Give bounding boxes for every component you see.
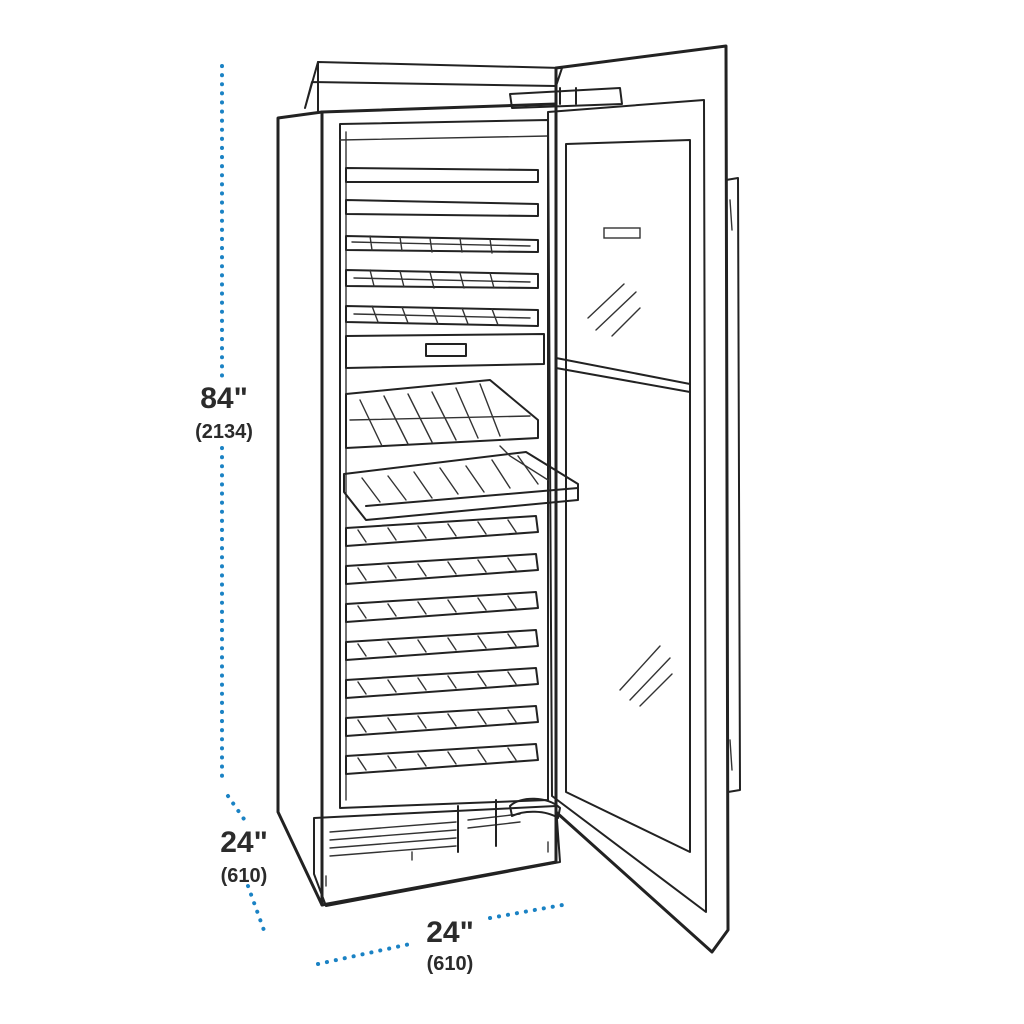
display-panel-icon — [425, 343, 467, 357]
height-label: 84" — [200, 382, 248, 415]
upper-shelves — [345, 167, 539, 327]
pullout-shelf-extended — [343, 445, 579, 521]
pullout-shelf-upper — [345, 379, 539, 449]
control-strip — [345, 333, 545, 369]
kickplate-grille — [313, 799, 561, 907]
width-label: 24" — [426, 916, 474, 949]
depth-metric-label: (610) — [221, 865, 268, 887]
lower-shelves — [345, 515, 539, 775]
width-metric-label: (610) — [427, 953, 474, 975]
width-dimension-line — [316, 902, 570, 966]
glass-reflection-icon — [619, 645, 673, 707]
open-door — [509, 44, 741, 954]
depth-dimension-line — [226, 794, 268, 938]
height-metric-label: (2134) — [195, 421, 253, 443]
cabinet-body — [276, 61, 563, 907]
depth-label: 24" — [220, 826, 268, 859]
door-hinge-bottom — [509, 797, 561, 819]
glass-reflection-icon — [587, 283, 641, 337]
glass-label — [603, 227, 641, 239]
